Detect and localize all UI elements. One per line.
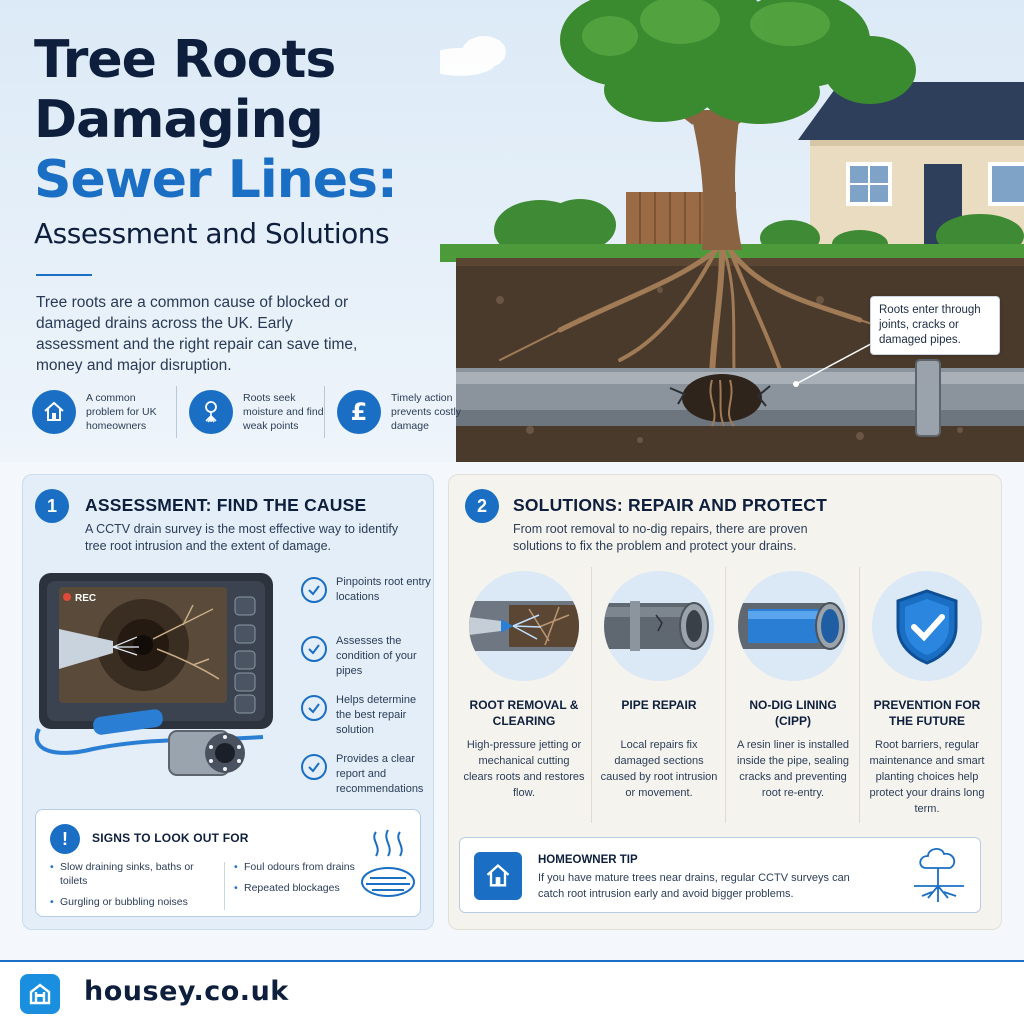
- benefit-item: Helps determine the best repair solution: [301, 693, 431, 739]
- fact-item: A common problem for UK homeowners: [32, 386, 176, 438]
- shield-check-icon: [872, 571, 982, 681]
- house-icon: [32, 390, 76, 434]
- solution-options: ROOT REMOVAL & CLEARING High-pressure je…: [457, 567, 995, 823]
- assessment-panel: 1 ASSESSMENT: FIND THE CAUSE A CCTV drai…: [22, 474, 434, 930]
- signs-title: SIGNS TO LOOK OUT FOR: [92, 831, 249, 845]
- check-icon: [301, 577, 327, 603]
- water-jetting-icon: [469, 571, 579, 681]
- house-icon: [474, 852, 522, 900]
- sign-item: Gurgling or bubbling noises: [50, 895, 220, 909]
- benefit-text: Pinpoints root entry locations: [336, 576, 431, 603]
- solution-prevention: PREVENTION FOR THE FUTURE Root barriers,…: [859, 567, 993, 823]
- signs-list-left: Slow draining sinks, baths or toilets Gu…: [50, 860, 220, 916]
- fact-text: Timely action prevents costly damage: [391, 392, 462, 432]
- benefit-item: Provides a clear report and recommendati…: [301, 752, 431, 798]
- solution-title: PREVENTION FOR THE FUTURE: [873, 698, 981, 728]
- divider: [224, 862, 225, 910]
- footer: housey.co.uk: [0, 960, 1024, 1024]
- warning-signs-box: ! SIGNS TO LOOK OUT FOR Slow draining si…: [35, 809, 421, 917]
- fact-text: A common problem for UK homeowners: [86, 392, 157, 432]
- title-divider: [36, 274, 92, 276]
- fact-item: Roots seek moisture and find weak points: [176, 386, 324, 438]
- solution-title: NO-DIG LINING (CIPP): [749, 698, 837, 728]
- tree-roots-illustration: [440, 0, 1024, 462]
- solution-text: A resin liner is installed inside the pi…: [737, 739, 849, 799]
- roots-callout: Roots enter through joints, cracks or da…: [870, 296, 1000, 355]
- tree-roots-icon: [914, 848, 964, 902]
- solutions-title: SOLUTIONS: REPAIR AND PROTECT: [513, 495, 827, 515]
- cctv-camera-illustration: REC: [34, 573, 273, 776]
- assessment-title: ASSESSMENT: FIND THE CAUSE: [85, 495, 367, 515]
- fact-item: £ Timely action prevents costly damage: [324, 386, 472, 438]
- hero-section: Tree Roots Damaging Sewer Lines: Assessm…: [0, 0, 1024, 462]
- solution-no-dig-lining: NO-DIG LINING (CIPP) A resin liner is in…: [725, 567, 859, 823]
- benefit-text: Provides a clear report and recommendati…: [336, 753, 424, 795]
- solution-text: Root barriers, regular maintenance and s…: [869, 739, 985, 815]
- step-number: 2: [465, 489, 499, 523]
- fact-text: Roots seek moisture and find weak points: [243, 392, 324, 432]
- signs-list-right: Foul odours from drains Repeated blockag…: [234, 860, 364, 902]
- check-icon: [301, 695, 327, 721]
- check-icon: [301, 754, 327, 780]
- check-icon: [301, 636, 327, 662]
- benefit-text: Helps determine the best repair solution: [336, 694, 417, 736]
- solution-pipe-repair: PIPE REPAIR Local repairs fix damaged se…: [591, 567, 725, 823]
- title-line-3: Sewer Lines:: [34, 150, 398, 210]
- brand-link[interactable]: housey.co.uk: [84, 976, 289, 1007]
- pipe-repair-icon: [604, 571, 714, 681]
- assessment-benefits: Pinpoints root entry locations Assesses …: [301, 575, 431, 811]
- benefit-item: Pinpoints root entry locations: [301, 575, 431, 621]
- intro-text: Tree roots are a common cause of blocked…: [36, 294, 358, 374]
- assessment-description: A CCTV drain survey is the most effectiv…: [85, 522, 399, 553]
- solution-text: High-pressure jetting or mechanical cutt…: [463, 739, 585, 799]
- solution-title: ROOT REMOVAL & CLEARING: [469, 698, 579, 728]
- drain-odour-icon: [361, 829, 415, 897]
- sign-item: Repeated blockages: [234, 881, 364, 895]
- title-line-1: Tree Roots: [34, 30, 336, 90]
- solution-title: PIPE REPAIR: [621, 698, 697, 712]
- title-line-2: Damaging: [34, 90, 324, 150]
- solution-text: Local repairs fix damaged sections cause…: [600, 739, 718, 799]
- headline: Tree Roots Damaging Sewer Lines: Assessm…: [34, 30, 454, 254]
- housey-logo-icon: [20, 974, 60, 1014]
- pound-icon: £: [337, 390, 381, 434]
- step-number: 1: [35, 489, 69, 523]
- sign-item: Slow draining sinks, baths or toilets: [50, 860, 220, 888]
- key-facts: A common problem for UK homeowners Roots…: [32, 386, 472, 438]
- benefit-item: Assesses the condition of your pipes: [301, 634, 431, 680]
- solutions-panel: 2 SOLUTIONS: REPAIR AND PROTECT From roo…: [448, 474, 1002, 930]
- pipe-liner-icon: [738, 571, 848, 681]
- solutions-description: From root removal to no-dig repairs, the…: [513, 522, 808, 553]
- roots-icon: [189, 390, 233, 434]
- sign-item: Foul odours from drains: [234, 860, 364, 874]
- solution-root-removal: ROOT REMOVAL & CLEARING High-pressure je…: [457, 567, 591, 823]
- benefit-text: Assesses the condition of your pipes: [336, 635, 417, 677]
- rec-label: REC: [75, 593, 96, 604]
- tip-text: If you have mature trees near drains, re…: [538, 872, 850, 900]
- homeowner-tip-box: HOMEOWNER TIP If you have mature trees n…: [459, 837, 981, 913]
- subtitle: Assessment and Solutions: [34, 217, 390, 250]
- tip-title: HOMEOWNER TIP: [538, 854, 638, 866]
- alert-icon: !: [50, 824, 80, 854]
